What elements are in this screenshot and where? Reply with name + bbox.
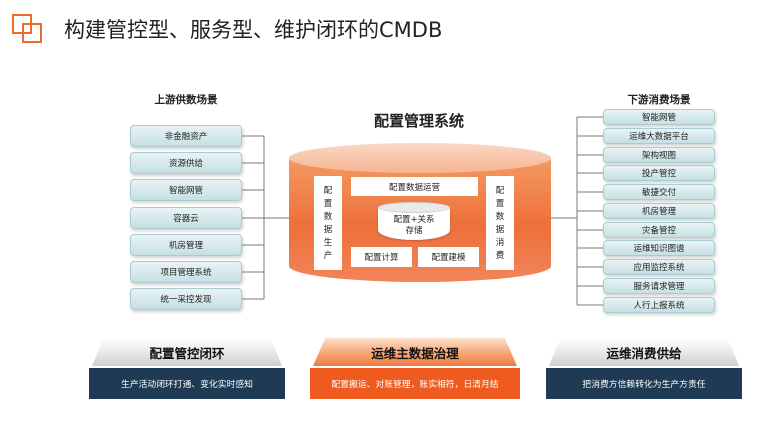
- modeling-label: 配置建模: [431, 253, 466, 263]
- data-operation-box: 配置数据运营: [351, 177, 478, 196]
- panel-consumption-desc: 把消费方信赖转化为生产方责任: [546, 368, 742, 399]
- panel-governance-desc: 配置搬运、对账管理，账实相符，日清月结: [310, 368, 520, 399]
- data-operation-label: 配置数据运营: [388, 182, 440, 193]
- compute-box: 配置计算: [351, 247, 412, 267]
- modeling-box: 配置建模: [418, 247, 479, 267]
- downstream-item: 运维大数据平台: [603, 128, 715, 144]
- upstream-item: 机房管理: [130, 234, 242, 256]
- downstream-item: 灾备管控: [603, 222, 715, 238]
- panel-governance-title: 运维主数据治理: [313, 338, 517, 366]
- data-production-label: 配置数据生产: [323, 186, 333, 261]
- downstream-item: 机房管理: [603, 203, 715, 219]
- storage-label: 配置+关系存储: [393, 215, 435, 236]
- upstream-item: 项目管理系统: [130, 261, 242, 283]
- upstream-item: 资源供给: [130, 152, 242, 174]
- panel-closed-loop-desc: 生产活动闭环打通、变化实时感知: [89, 368, 285, 399]
- data-production-box: 配置数据生产: [314, 176, 342, 270]
- downstream-item: 投产管控: [603, 165, 715, 181]
- downstream-item: 应用监控系统: [603, 259, 715, 275]
- page-title: 构建管控型、服务型、维护闭环的CMDB: [64, 18, 443, 42]
- downstream-item: 智能网管: [603, 109, 715, 125]
- upstream-title: 上游供数场景: [154, 94, 218, 106]
- panel-closed-loop-title: 配置管控闭环: [92, 338, 282, 366]
- downstream-item: 架构视图: [603, 147, 715, 163]
- storage-cylinder-top: [378, 202, 450, 213]
- system-title: 配置管理系统: [373, 112, 464, 130]
- downstream-item: 运维知识图谱: [603, 240, 715, 256]
- upstream-item: 非金融资产: [130, 125, 242, 147]
- data-consumption-box: 配置数据消费: [486, 176, 514, 270]
- upstream-item: 统一采控发现: [130, 288, 242, 310]
- panel-consumption-title: 运维消费供给: [549, 338, 739, 366]
- downstream-item: 服务请求管理: [603, 278, 715, 294]
- downstream-item: 人行上报系统: [603, 297, 715, 313]
- downstream-item: 敏捷交付: [603, 184, 715, 200]
- system-cylinder-top: [289, 143, 551, 173]
- data-consumption-label: 配置数据消费: [495, 186, 505, 261]
- upstream-item: 智能网管: [130, 179, 242, 201]
- upstream-item: 容器云: [130, 207, 242, 229]
- compute-label: 配置计算: [364, 253, 399, 263]
- downstream-title: 下游消费场景: [627, 94, 691, 106]
- logo-square-front: [22, 23, 42, 43]
